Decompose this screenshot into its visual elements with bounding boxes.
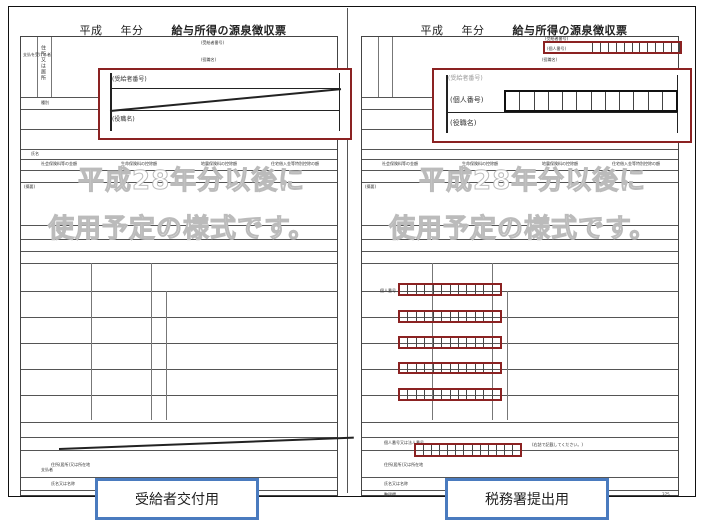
- dependent-personal-number-highlight: [398, 336, 502, 349]
- type-label: 種別: [41, 100, 49, 105]
- tax-office-copy-label: 税務署提出用: [445, 478, 609, 520]
- dependent-personal-number-highlight: [398, 388, 502, 401]
- personal-number-field-highlight: (個人番号): [543, 41, 682, 54]
- address-label: 住所又は居所: [40, 45, 46, 81]
- watermark: 使用予定の様式です。: [388, 214, 657, 245]
- dependent-personal-number-highlight: [398, 283, 502, 296]
- personal-number-callout: (受給者番号) (個人番号) (役職名): [432, 68, 692, 143]
- dependent-personal-number-highlight: [398, 362, 502, 374]
- watermark: 使用予定の様式です。: [47, 214, 316, 245]
- watermark: 平成28年分以後に: [77, 166, 306, 197]
- dependent-personal-number-highlight: [398, 310, 502, 323]
- center-divider: [347, 8, 348, 493]
- recipient-copy-label: 受給者交付用: [95, 478, 259, 520]
- right-form: 平成年分給与所得の源泉徴収票 (役職名) 社会保険料等の金額生命保険料の控除額地…: [359, 8, 689, 497]
- payer-number-highlight: [414, 443, 522, 457]
- recipient-number-callout: (受給者番号) (役職名): [98, 68, 352, 140]
- spouse-name-label: 氏名: [31, 151, 39, 156]
- payee-label: 支払を受ける者: [23, 52, 51, 57]
- watermark: 平成28年分以後に: [418, 166, 647, 197]
- left-form: 平成年分給与所得の源泉徴収票 支払を受ける者 住所又は居所 (受給者番号) (役…: [18, 8, 354, 496]
- form-grid: (役職名) 社会保険料等の金額生命保険料の控除額地震保険料の控除額住宅借入金等特…: [361, 36, 679, 497]
- page-frame: [8, 6, 696, 497]
- form-title: 平成年分給与所得の源泉徴収票: [420, 24, 628, 37]
- form-title: 平成年分給与所得の源泉徴収票: [79, 24, 287, 37]
